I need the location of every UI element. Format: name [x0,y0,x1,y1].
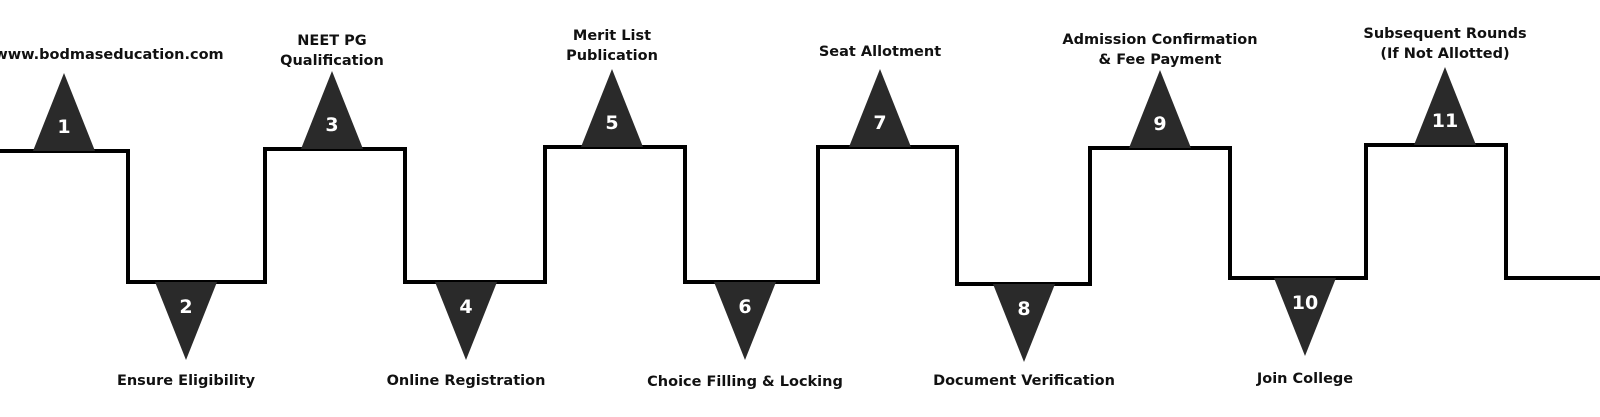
step-3-label-line-2: Qualification [280,53,384,69]
step-9-label-line-1: Admission Confirmation [1062,32,1257,48]
step-11-label-line-1: Subsequent Rounds [1363,26,1526,42]
step-5-label-line-2: Publication [566,48,658,64]
step-10-number: 10 [1292,292,1318,314]
step-8-marker-triangle [993,284,1055,362]
step-11-label-line-2: (If Not Allotted) [1380,46,1509,62]
step-10-marker-triangle [1274,278,1336,356]
step-11-number: 11 [1432,110,1458,132]
website-watermark: www.bodmaseducation.com [0,47,224,63]
step-9-label-line-2: & Fee Payment [1099,52,1222,68]
step-5-label-line-1: Merit List [573,28,651,44]
step-5-number: 5 [605,112,618,134]
step-3-label-line-1: NEET PG [297,33,366,49]
step-2-marker-triangle [155,282,217,360]
step-2-number: 2 [179,296,192,318]
step-3-marker-triangle [301,71,363,149]
step-path-line [0,143,1600,286]
step-8-number: 8 [1017,298,1030,320]
step-10-label-line-1: Join College [1256,371,1353,387]
step-1-number: 1 [57,116,70,138]
step-6-number: 6 [738,296,751,318]
step-9-marker-triangle [1129,70,1191,148]
step-6-marker-triangle [714,282,776,360]
step-4-number: 4 [459,296,472,318]
step-4-label-line-1: Online Registration [387,373,546,389]
step-1-marker-triangle [33,73,95,151]
step-7-label-line-1: Seat Allotment [819,44,941,60]
step-7: 7 Seat Allotment [819,44,941,147]
step-9-number: 9 [1153,113,1166,135]
step-1: 1 [33,73,95,151]
step-8-label-line-1: Document Verification [933,373,1115,389]
step-3-number: 3 [325,114,338,136]
step-11-marker-triangle [1414,67,1476,145]
step-7-marker-triangle [849,69,911,147]
step-3: 3 NEET PG Qualification [280,33,384,149]
step-6-label-line-1: Choice Filling & Locking [647,374,843,390]
step-2-label-line-1: Ensure Eligibility [117,373,256,389]
step-11: 11 Subsequent Rounds (If Not Allotted) [1363,26,1527,145]
step-7-number: 7 [873,112,886,134]
step-4-marker-triangle [435,282,497,360]
step-5-marker-triangle [581,69,643,147]
step-9: 9 Admission Confirmation & Fee Payment [1062,32,1258,148]
